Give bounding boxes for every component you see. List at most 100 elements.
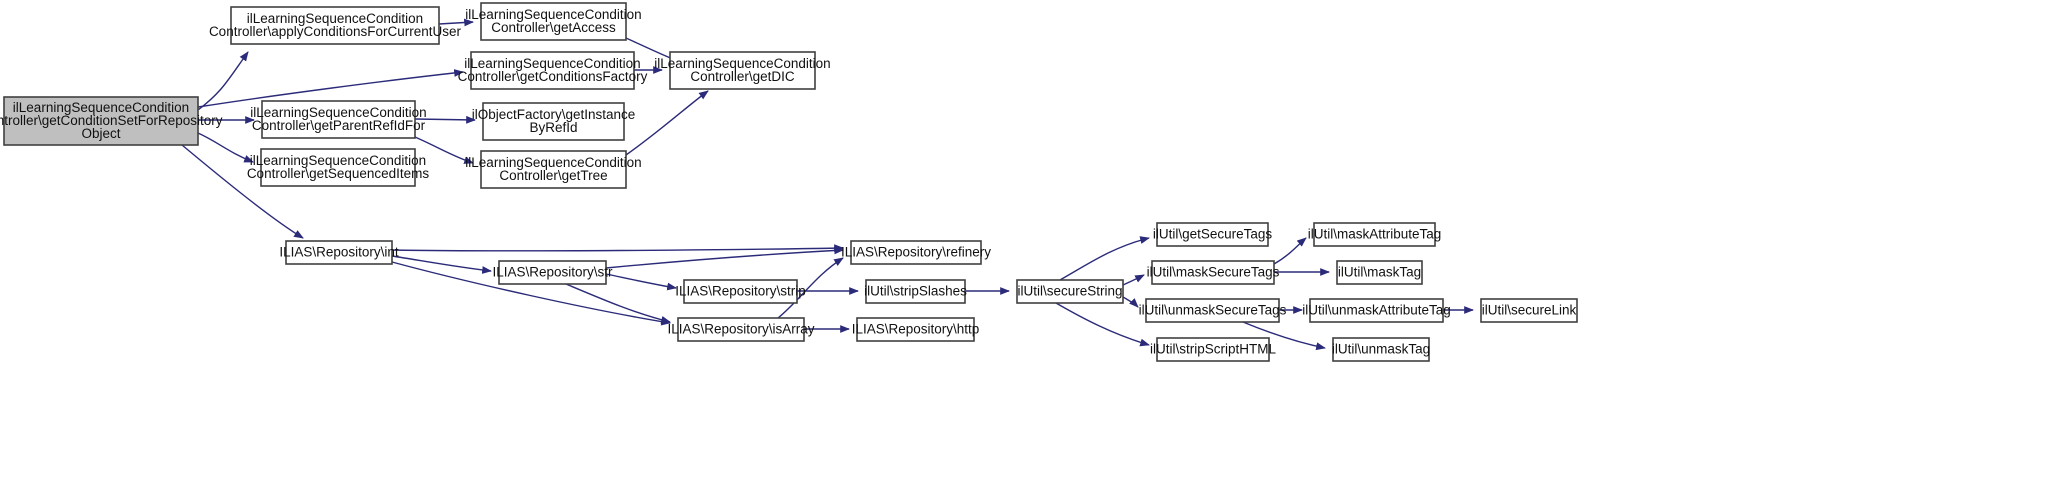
node-box[interactable] [1336, 260, 1423, 285]
node-box[interactable] [865, 279, 966, 304]
call-edge-n1-to-n2 [438, 18, 474, 27]
node-box[interactable] [285, 240, 393, 265]
node-box[interactable] [480, 150, 627, 189]
graph-node-n20[interactable]: ilUtil\stripScriptHTML [1150, 337, 1277, 362]
node-box[interactable] [1480, 298, 1578, 323]
call-edge-n0-to-n9 [181, 144, 304, 239]
node-box[interactable] [470, 51, 635, 90]
node-box[interactable] [669, 51, 816, 90]
graph-node-n16[interactable]: ilUtil\secureString [1016, 279, 1124, 304]
node-box[interactable] [1156, 222, 1269, 247]
node-box[interactable] [230, 6, 440, 45]
node-label: ILIAS\Repository\refinery [841, 244, 991, 259]
call-edge-n16-to-n19 [1122, 296, 1139, 308]
graph-node-n21[interactable]: ilUtil\maskAttributeTag [1308, 222, 1442, 247]
graph-node-n13[interactable]: ilUtil\stripSlashes [864, 279, 967, 304]
graph-node-n11[interactable]: ILIAS\Repository\refinery [841, 240, 991, 265]
node-label: ILIAS\Repository\isArray [667, 321, 814, 336]
graph-node-n19[interactable]: ilUtil\unmaskSecureTags [1139, 298, 1287, 323]
node-box[interactable] [1156, 337, 1270, 362]
node-label: ilUtil\maskTag [1338, 264, 1421, 279]
node-label: ilUtil\getSecureTags [1153, 226, 1273, 241]
node-box[interactable] [260, 148, 416, 187]
node-box[interactable] [480, 2, 627, 41]
graph-node-n25[interactable]: ilUtil\secureLink [1480, 298, 1578, 323]
node-label: ilUtil\maskSecureTags [1147, 264, 1280, 279]
graph-node-n18[interactable]: ilUtil\maskSecureTags [1147, 260, 1280, 285]
call-edge-n0-to-n1 [197, 51, 249, 111]
call-edge-n16-to-n17 [1059, 236, 1150, 281]
call-edge-n9-to-n10 [391, 255, 492, 274]
node-label: ilUtil\unmaskTag [1332, 341, 1430, 356]
node-label: ilUtil\secureLink [1482, 302, 1577, 317]
graph-node-n9[interactable]: ILIAS\Repository\int [279, 240, 399, 265]
graph-node-n22[interactable]: ilUtil\maskTag [1336, 260, 1423, 285]
call-edge-n8-to-n4 [625, 90, 709, 156]
node-box[interactable] [677, 317, 805, 342]
node-box[interactable] [1145, 298, 1280, 323]
call-edge-n0-to-n3 [197, 69, 464, 108]
call-edge-n5-to-n6 [414, 115, 476, 124]
node-label: ilUtil\stripSlashes [864, 283, 967, 298]
node-label: ILIAS\Repository\int [279, 244, 399, 259]
node-box[interactable] [850, 240, 982, 265]
node-label: ilUtil\maskAttributeTag [1308, 226, 1442, 241]
graph-node-n23[interactable]: ilUtil\unmaskAttributeTag [1302, 298, 1451, 323]
node-box[interactable] [482, 102, 625, 141]
call-edge-n0-to-n7 [197, 132, 254, 163]
graph-node-n14[interactable]: ILIAS\Repository\isArray [667, 317, 815, 342]
call-edge-n9-to-n11 [391, 244, 844, 253]
call-edge-n10-to-n12 [605, 273, 677, 291]
graph-node-n17[interactable]: ilUtil\getSecureTags [1153, 222, 1273, 247]
node-label: ilUtil\unmaskAttributeTag [1302, 302, 1451, 317]
node-box[interactable] [1016, 279, 1124, 304]
node-label: ILIAS\Repository\http [852, 321, 980, 336]
node-label: ilUtil\stripScriptHTML [1150, 341, 1277, 356]
call-edge-n10-to-n14 [565, 283, 671, 324]
node-box[interactable] [3, 96, 199, 146]
node-label: ILIAS\Repository\strip [675, 283, 806, 298]
call-edge-n9-to-n14 [391, 261, 671, 326]
call-edge-n5-to-n8 [414, 136, 474, 164]
node-box[interactable] [1313, 222, 1436, 247]
node-box[interactable] [498, 260, 607, 285]
graph-node-n12[interactable]: ILIAS\Repository\strip [675, 279, 806, 304]
node-box[interactable] [856, 317, 975, 342]
node-box[interactable] [1151, 260, 1275, 285]
graph-node-n10[interactable]: ILIAS\Repository\str [492, 260, 613, 285]
edge-layer [181, 18, 1474, 351]
node-box[interactable] [683, 279, 798, 304]
graph-node-n24[interactable]: ilUtil\unmaskTag [1332, 337, 1430, 362]
node-box[interactable] [1309, 298, 1444, 323]
call-edge-n16-to-n20 [1055, 302, 1150, 347]
node-box[interactable] [261, 100, 416, 139]
node-label: ilUtil\secureString [1017, 283, 1122, 298]
call-edge-n10-to-n11 [605, 246, 844, 269]
call-edge-n16-to-n18 [1122, 274, 1145, 286]
node-label: ilUtil\unmaskSecureTags [1139, 302, 1287, 317]
call-edge-n14-to-n11 [777, 257, 844, 319]
graph-node-n15[interactable]: ILIAS\Repository\http [852, 317, 980, 342]
node-box[interactable] [1332, 337, 1430, 362]
